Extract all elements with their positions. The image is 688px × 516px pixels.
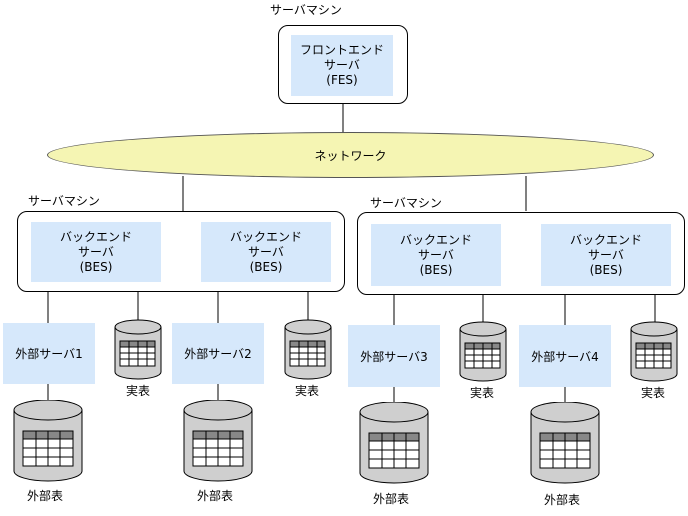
external-server-1: 外部サーバ1 [3,323,95,384]
external-server-3: 外部サーバ3 [348,325,440,387]
fes-label-line1: フロントエンド [299,43,384,57]
real-table-2-label: 実表 [295,384,320,398]
external-server-2-label: 外部サーバ2 [184,347,252,361]
bes1-line2: サーバ [78,244,114,259]
bes2-line1: バックエンド [229,229,302,244]
real-table-3-label: 実表 [470,386,495,400]
bes3-line3: (BES) [419,262,453,277]
fes-machine-title: サーバマシン [270,3,342,17]
external-table-4-database-icon [530,402,600,484]
external-table-2-database-icon [183,400,253,482]
network-ellipse: ネットワーク [47,132,654,178]
bes1-line1: バックエンド [59,229,132,244]
bes2-line2: サーバ [248,244,284,259]
external-server-4: 外部サーバ4 [519,325,611,387]
bes4-line2: サーバ [588,247,624,262]
real-table-2-database-icon [284,319,332,380]
external-table-4-label: 外部表 [544,493,581,507]
real-table-4-database-icon [630,321,678,382]
real-table-3-database-icon [459,321,507,382]
bes4-line1: バックエンド [569,232,642,247]
back-end-server-3: バックエンド サーバ (BES) [371,224,501,286]
bes1-line3: (BES) [79,259,113,274]
external-server-2: 外部サーバ2 [172,323,264,384]
external-server-1-label: 外部サーバ1 [15,347,83,361]
real-table-1-database-icon [114,319,162,380]
bes3-line2: サーバ [418,247,454,262]
back-end-server-2: バックエンド サーバ (BES) [201,222,331,282]
back-end-server-4: バックエンド サーバ (BES) [541,224,671,286]
bes4-line3: (BES) [589,262,623,277]
machine2-title: サーバマシン [370,196,442,210]
bes3-line1: バックエンド [399,232,472,247]
real-table-4-label: 実表 [641,386,666,400]
external-table-3-database-icon [359,402,429,484]
external-table-2-label: 外部表 [197,489,234,503]
real-table-1-label: 実表 [126,384,151,398]
bes2-line3: (BES) [249,259,283,274]
external-table-3-label: 外部表 [373,492,410,506]
external-table-1-label: 外部表 [27,489,64,503]
external-table-1-database-icon [13,400,83,482]
front-end-server: フロントエンド サーバ (FES) [291,35,393,96]
external-server-4-label: 外部サーバ4 [531,349,599,364]
back-end-server-1: バックエンド サーバ (BES) [31,222,161,282]
fes-label-line3: (FES) [326,73,358,87]
network-label: ネットワーク [314,148,387,163]
machine1-title: サーバマシン [28,194,100,208]
external-server-3-label: 外部サーバ3 [360,349,428,364]
fes-label-line2: サーバ [324,58,360,72]
